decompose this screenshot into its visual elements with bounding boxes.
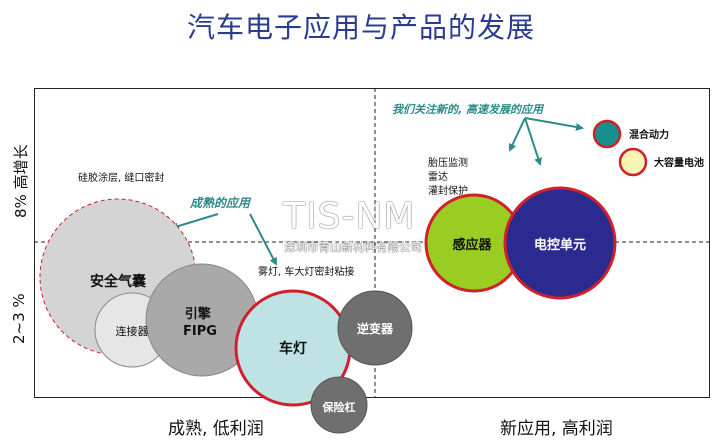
annotation-silicone: 硅胶涂层, 缝口密封 xyxy=(78,171,164,184)
bubble-label-ecu: 电控单元 xyxy=(534,237,586,253)
annotation-new: 我们关注新的, 高速发展的应用 xyxy=(392,103,545,116)
watermark-logo: TIS-NM xyxy=(283,196,416,237)
chart-frame xyxy=(34,88,710,398)
bubble-battery xyxy=(618,147,648,177)
bubble-label-bumper: 保险杠 xyxy=(322,400,356,414)
annotation-radar: 雷达 xyxy=(428,171,448,183)
annotation-mature: 成熟的应用 xyxy=(189,196,252,210)
bubble-label-engine-line2: FIPG xyxy=(183,324,217,339)
bubble-label-lamp: 车灯 xyxy=(279,340,307,357)
bubble-bumper xyxy=(310,376,368,434)
watermark-company: 深圳市青山新材料有限公司 xyxy=(284,240,422,254)
bubble-inverter xyxy=(337,290,413,366)
bubble-label-inverter: 逆变器 xyxy=(357,321,394,336)
arrow-to-airbag xyxy=(170,213,219,231)
x-axis-label-mature: 成熟, 低利润 xyxy=(168,419,264,439)
bubble-label-connector: 连接器 xyxy=(116,325,149,338)
arrow-to-ecu xyxy=(524,117,542,166)
bubble-hybrid xyxy=(592,119,622,149)
arrow-to-foglight xyxy=(249,213,277,266)
bubble-label-sensor: 感应器 xyxy=(452,237,492,253)
annotation-tire: 胎压监测 xyxy=(428,156,468,169)
bubble-label-hybrid: 混合动力 xyxy=(629,128,669,141)
bubble-label-battery: 大容量电池 xyxy=(654,156,704,169)
arrow-to-hybrid xyxy=(524,117,584,131)
bubble-label-airbag: 安全气囊 xyxy=(90,273,147,290)
bubble-label-engine: 引擎 FIPG xyxy=(183,306,217,339)
annotation-potting: 灌封保护 xyxy=(428,184,468,197)
bubble-label-engine-line1: 引擎 xyxy=(185,306,211,322)
annotation-foglight: 雾灯, 车大灯密封粘接 xyxy=(258,265,354,278)
x-axis-label-new: 新应用, 高利润 xyxy=(500,419,613,439)
bubble-ecu xyxy=(503,186,617,300)
page-title: 汽车电子应用与产品的发展 xyxy=(186,11,535,44)
arrow-to-sensors xyxy=(508,117,526,152)
